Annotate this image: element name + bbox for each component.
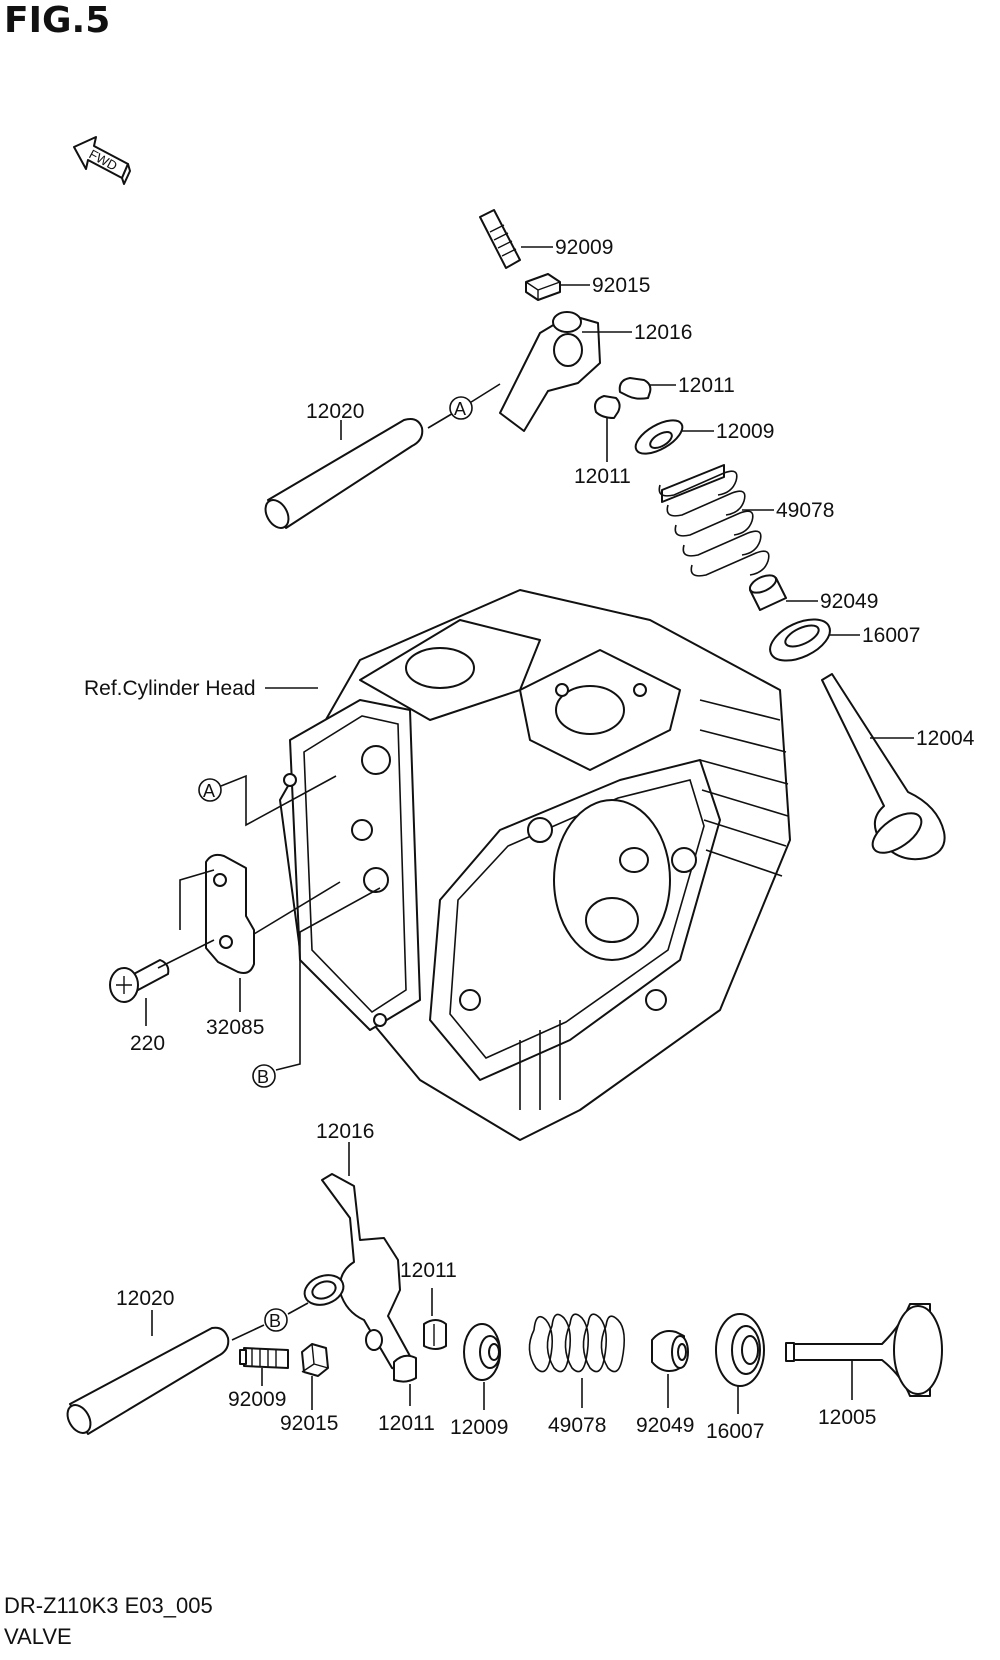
label-220: 220 xyxy=(130,1032,165,1055)
label-12009-lower: 12009 xyxy=(450,1416,508,1439)
rocker-shaft-lower xyxy=(66,1326,230,1435)
label-92015-lower: 92015 xyxy=(280,1412,338,1435)
label-12011-upper-left: 12011 xyxy=(574,465,631,488)
rocker-arm-upper xyxy=(499,311,601,432)
ref-marker-a-upper: A xyxy=(454,399,466,419)
ref-marker-b-side: B xyxy=(257,1067,269,1087)
adjuster-nut-upper xyxy=(525,273,561,301)
adjuster-screw-lower xyxy=(239,1347,289,1369)
label-49078-upper: 49078 xyxy=(776,499,834,522)
adjuster-nut-lower xyxy=(301,1343,329,1377)
ref-marker-b-lower: B xyxy=(269,1311,281,1331)
label-16007-lower: 16007 xyxy=(706,1420,764,1443)
spring-seat-lower xyxy=(715,1313,765,1387)
label-92015-upper: 92015 xyxy=(592,274,650,297)
label-12016-upper: 12016 xyxy=(634,321,692,344)
valve-upper xyxy=(821,673,946,861)
stem-seal-upper xyxy=(748,574,787,611)
label-92049-upper: 92049 xyxy=(820,590,878,613)
plate-32085 xyxy=(205,853,255,974)
label-92009-lower: 92009 xyxy=(228,1388,286,1411)
ref-marker-a-side: A xyxy=(203,781,215,801)
label-ref-cylinder-head: Ref.Cylinder Head xyxy=(84,677,256,700)
label-12016-lower: 12016 xyxy=(316,1120,374,1143)
label-92009-upper: 92009 xyxy=(555,236,613,259)
cylinder-head xyxy=(279,589,791,1141)
label-92049-lower: 92049 xyxy=(636,1414,694,1437)
fwd-label: FWD xyxy=(87,146,120,173)
label-12011-lower-upper: 12011 xyxy=(400,1259,457,1282)
figure-name: VALVE xyxy=(4,1624,72,1649)
label-16007-upper: 16007 xyxy=(862,624,920,647)
figure-title: FIG.5 xyxy=(4,0,111,41)
label-12004: 12004 xyxy=(916,727,975,750)
cotter-lower-upper xyxy=(423,1319,447,1350)
valve-spring-lower xyxy=(528,1313,626,1373)
figure-code: DR-Z110K3 E03_005 xyxy=(4,1593,213,1618)
label-12020-lower: 12020 xyxy=(116,1287,174,1310)
label-12020-upper: 12020 xyxy=(306,400,364,423)
fwd-arrow-icon: FWD xyxy=(73,136,131,185)
valve-lower xyxy=(785,1303,943,1397)
label-12011-upper-right: 12011 xyxy=(678,374,735,397)
label-12009-upper: 12009 xyxy=(716,420,774,443)
rocker-arm-lower xyxy=(303,1173,415,1373)
cotter-upper-right xyxy=(618,377,652,400)
screw-220 xyxy=(109,959,170,1003)
cotter-lower-lower xyxy=(393,1354,417,1383)
valve-spring-upper xyxy=(658,464,770,577)
spring-retainer-lower xyxy=(463,1323,501,1381)
spring-seat-upper xyxy=(769,618,831,662)
label-32085: 32085 xyxy=(206,1016,264,1039)
label-12011-lower-lower: 12011 xyxy=(378,1412,435,1435)
label-12005: 12005 xyxy=(818,1406,876,1429)
spring-retainer-upper xyxy=(634,419,684,455)
stem-seal-lower xyxy=(651,1330,689,1372)
rocker-shaft-upper xyxy=(264,418,424,529)
adjuster-screw-upper xyxy=(479,209,521,269)
label-49078-lower: 49078 xyxy=(548,1414,606,1437)
cotter-upper-left xyxy=(594,395,621,419)
